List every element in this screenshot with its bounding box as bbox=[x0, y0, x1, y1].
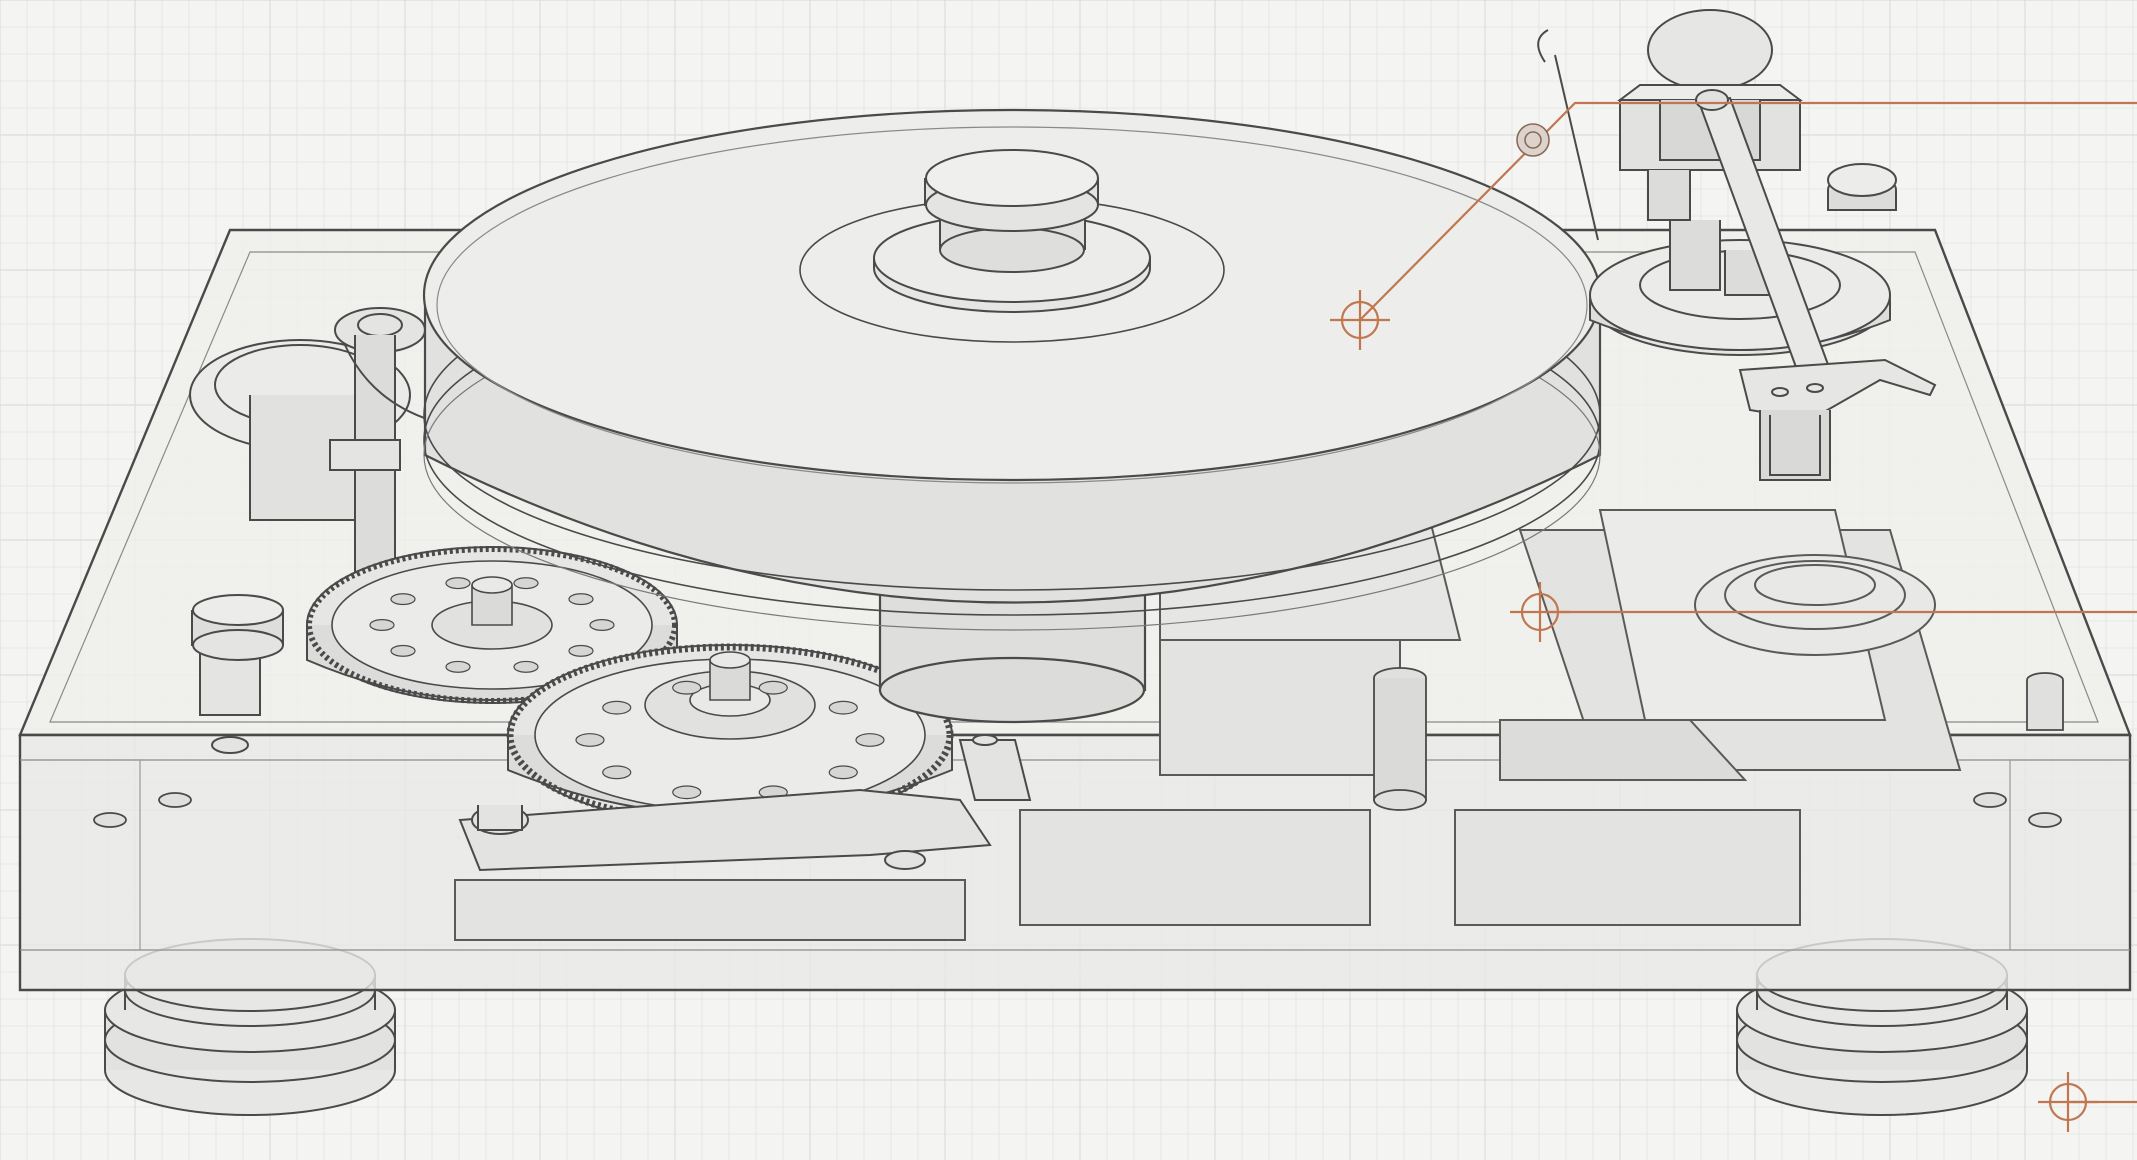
motor-pulley bbox=[189, 307, 426, 576]
gear-hole bbox=[602, 765, 632, 780]
gear-bracket bbox=[458, 734, 1032, 872]
callout-marker-platter bbox=[1330, 290, 1390, 350]
counterweight bbox=[1827, 163, 1897, 211]
control-knob bbox=[191, 594, 284, 754]
gear-hole bbox=[513, 577, 539, 590]
gear-hole bbox=[758, 680, 788, 695]
gear-hole bbox=[672, 785, 702, 800]
plinth-interior bbox=[454, 509, 1962, 941]
headshell bbox=[1738, 358, 1937, 481]
gear-hole bbox=[369, 618, 395, 631]
gear-hole bbox=[828, 700, 858, 715]
gear-hole bbox=[828, 765, 858, 780]
gear-hole bbox=[568, 593, 594, 606]
callout-marker-plinth bbox=[1510, 582, 1570, 642]
callout-marker-foot bbox=[2038, 1072, 2098, 1132]
callout-dot bbox=[1516, 123, 1550, 157]
gear-hole bbox=[602, 700, 632, 715]
gear-hole bbox=[589, 618, 615, 631]
gear-hole bbox=[575, 733, 605, 747]
gear-hole bbox=[390, 644, 416, 657]
gear-hole bbox=[568, 644, 594, 657]
spindle-clamp bbox=[873, 149, 1151, 313]
cue-lever bbox=[1537, 29, 1599, 241]
gear-hole bbox=[445, 577, 471, 590]
gear-hole bbox=[445, 660, 471, 673]
gear-hole bbox=[513, 660, 539, 673]
plinth-bosses bbox=[93, 667, 2064, 828]
gear-hole bbox=[855, 733, 885, 747]
gear-hole bbox=[390, 593, 416, 606]
gear-hole bbox=[672, 680, 702, 695]
drive-belt bbox=[344, 344, 431, 421]
